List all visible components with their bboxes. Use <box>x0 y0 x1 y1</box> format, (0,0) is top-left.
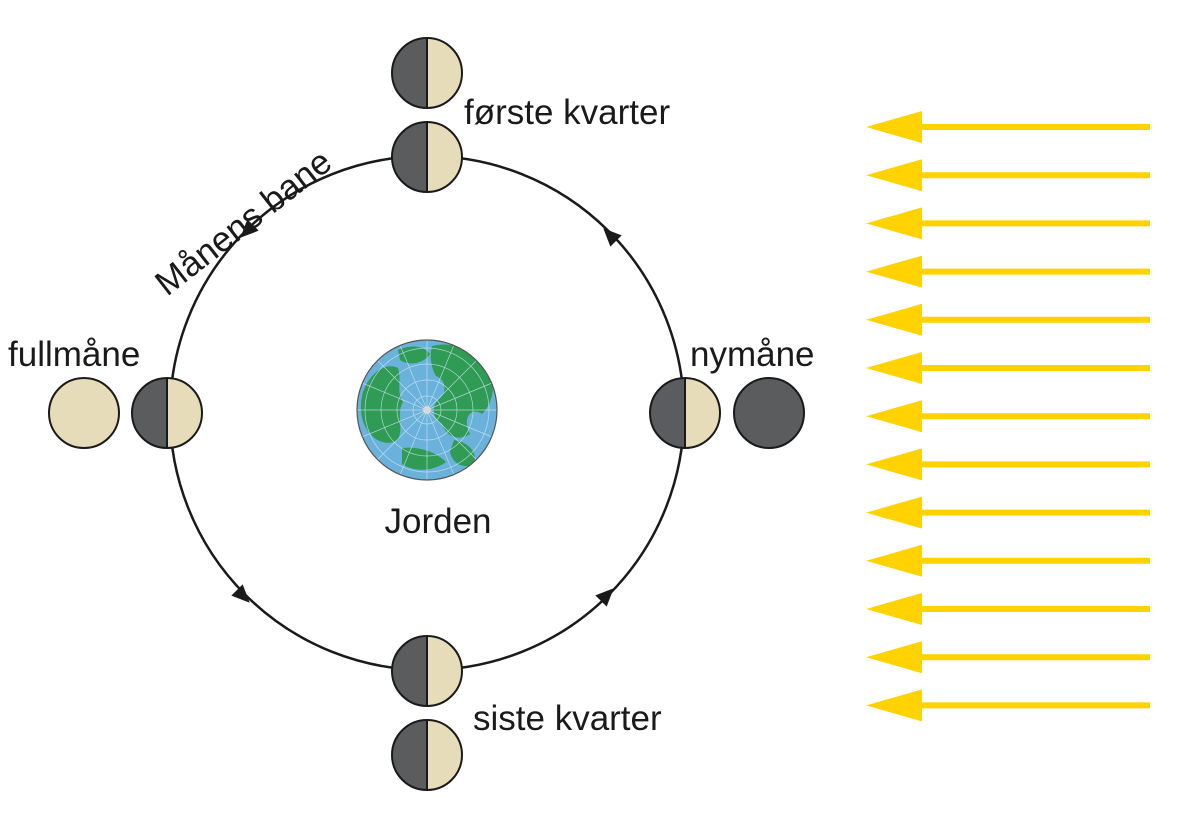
sun-ray-arrow <box>866 159 1150 192</box>
sun-ray-arrow <box>866 400 1150 433</box>
earth-globe <box>356 339 498 481</box>
moon-full-moon-as-seen <box>48 377 120 449</box>
sun-ray-arrow <box>866 448 1150 481</box>
sun-ray-arrow <box>866 111 1150 143</box>
moon-first-quarter-orbit <box>391 121 463 193</box>
orbit-arrow-upper-left <box>240 219 259 238</box>
label-first-quarter: første kvarter <box>464 93 670 132</box>
moon-new-moon-as-seen <box>733 377 805 449</box>
label-orbit: Månens bane <box>148 142 339 303</box>
sun-ray-arrow <box>866 593 1150 625</box>
sun-rays <box>866 111 1150 722</box>
sun-ray-arrow <box>866 496 1150 529</box>
sun-ray-arrow <box>866 689 1150 722</box>
label-new-moon: nymåne <box>690 335 815 374</box>
sun-ray-arrow <box>866 641 1150 674</box>
orbit-arrow-upper-right <box>603 228 622 247</box>
moon-last-quarter-as-seen <box>391 719 463 791</box>
orbit-arrow-lower-right <box>595 588 614 607</box>
label-last-quarter: siste kvarter <box>473 699 662 738</box>
sun-ray-arrow <box>866 207 1150 240</box>
moon-new-moon-orbit <box>649 377 721 449</box>
moon-full-moon-orbit <box>131 377 203 449</box>
sun-ray-arrow <box>866 255 1150 288</box>
moon-first-quarter-as-seen <box>391 37 463 109</box>
sun-ray-arrow <box>866 544 1150 577</box>
orbit-direction-arrows <box>231 219 622 607</box>
orbit-arrow-lower-left <box>231 584 250 603</box>
moon-last-quarter-orbit <box>391 635 463 707</box>
label-earth: Jorden <box>384 502 491 541</box>
label-full-moon: fullmåne <box>8 335 140 374</box>
sun-ray-arrow <box>866 352 1150 384</box>
sun-ray-arrow <box>866 303 1150 336</box>
